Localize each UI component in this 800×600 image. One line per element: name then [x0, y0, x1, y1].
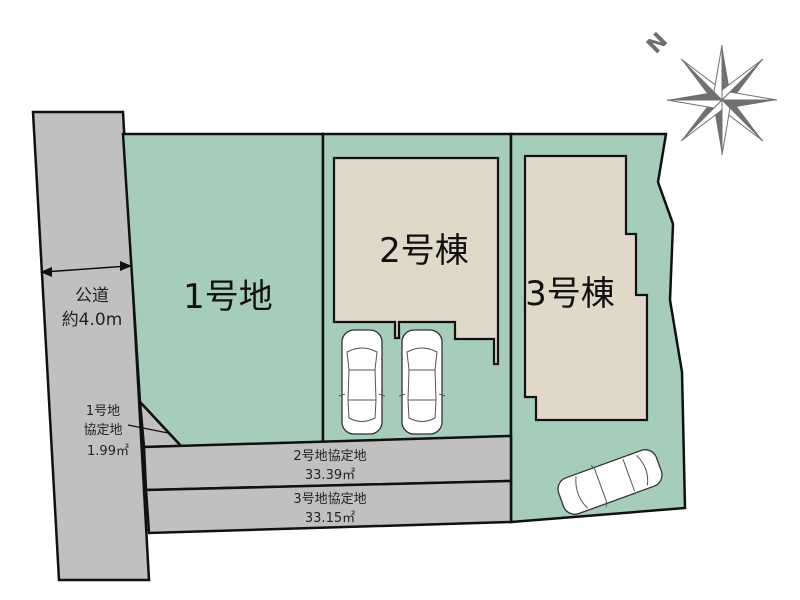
easement-2-area-value: 33.39㎡ [305, 468, 355, 483]
easement-3-area-value: 33.15㎡ [305, 511, 355, 526]
easement-3-name: 3号地協定地 [293, 492, 366, 507]
easement-1-label-line1: 1号地 [86, 404, 120, 419]
easement-1-area: 1.99㎡ [87, 444, 129, 459]
easement-3-area [144, 479, 513, 535]
compass-rose-icon [666, 44, 778, 156]
building-3-label: 3号棟 [525, 274, 615, 314]
road-label: 公道 [75, 286, 109, 306]
building-2 [332, 156, 500, 366]
building-3 [523, 154, 649, 422]
building-2-label: 2号棟 [379, 231, 469, 271]
north-label: N [642, 28, 673, 59]
road-width-dimension [40, 261, 132, 277]
public-road [31, 110, 151, 582]
car-icon [338, 329, 386, 435]
lot-1-label: 1号地 [183, 277, 273, 317]
road-width-label: 約4.0m [62, 310, 123, 330]
easement-1-label-line2: 協定地 [83, 423, 122, 438]
car-icon [557, 449, 663, 515]
easement-1-leader [127, 424, 169, 434]
car-icon [398, 329, 446, 435]
easement-2-name: 2号地協定地 [293, 449, 366, 464]
